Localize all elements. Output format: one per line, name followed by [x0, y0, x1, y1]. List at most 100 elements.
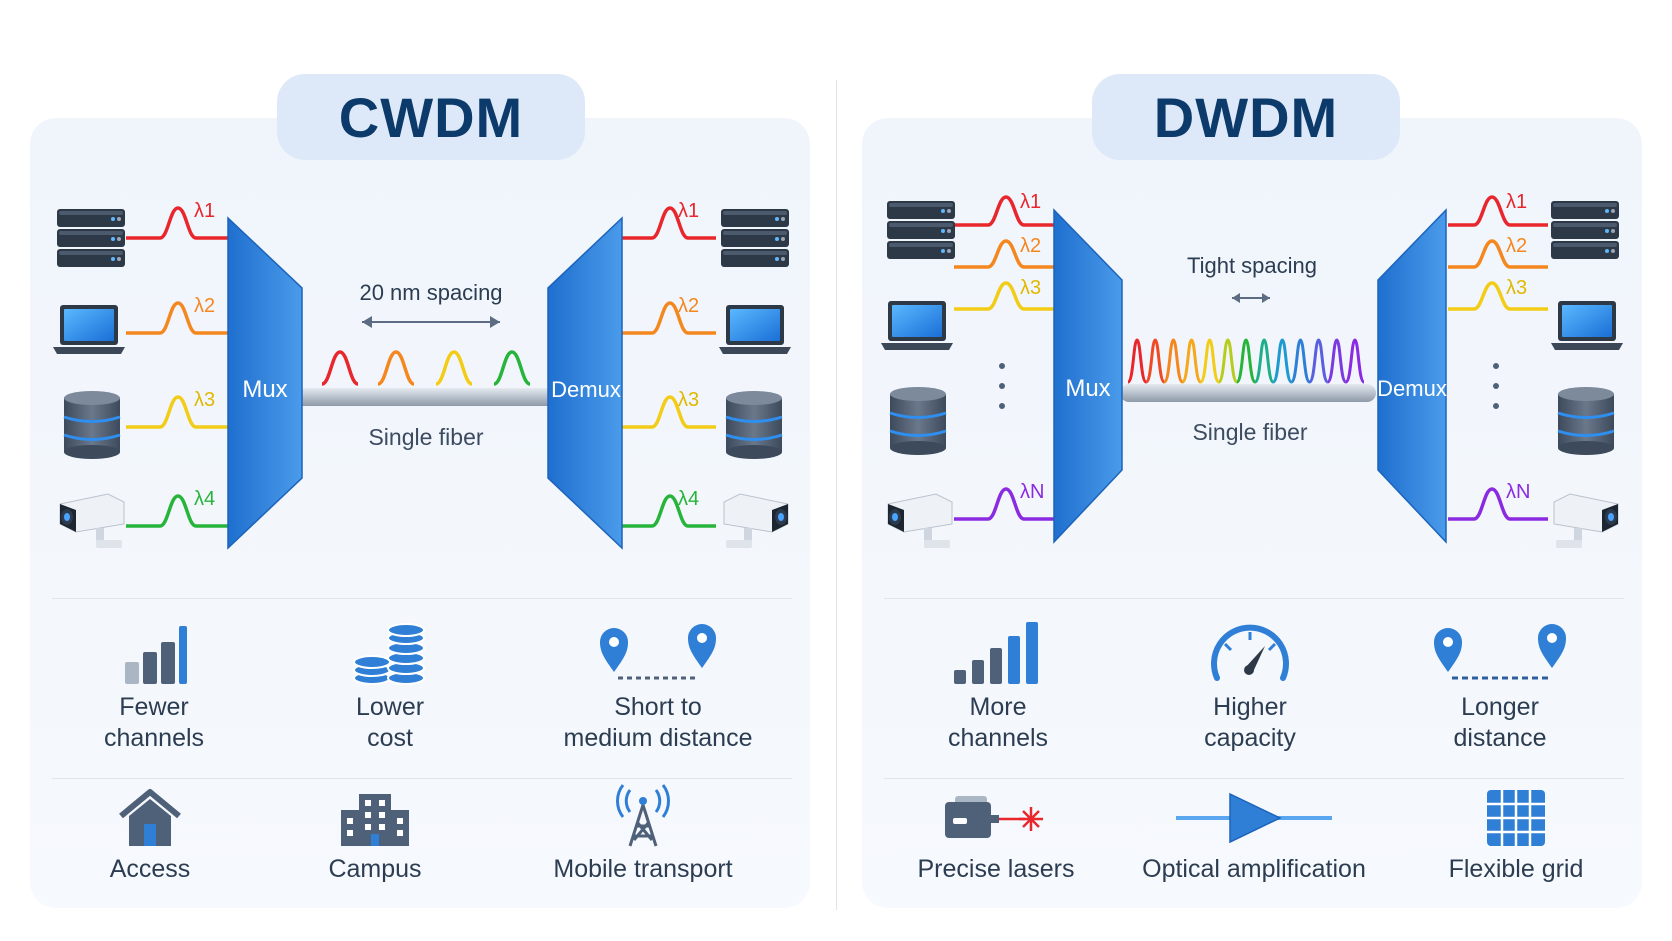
cwdm-lambda-right-3: λ3: [678, 389, 699, 411]
cwdm-feature-label-3: Short to medium distance: [563, 693, 753, 752]
dwdm-left-channel-1: λ1: [954, 191, 1056, 227]
cwdm-camera-right-icon: [723, 493, 789, 549]
dwdm-lambda-left-1: λ1: [1020, 191, 1041, 213]
cwdm-app-label-2: Campus: [328, 855, 422, 883]
dwdm-comb-peak-12: [1326, 338, 1348, 384]
dwdm-lambda-left-3: λ3: [1020, 277, 1041, 299]
dwdm-right-channel-1: λ1: [1448, 191, 1548, 227]
dwdm-camera-right-icon: [1553, 493, 1619, 549]
panel-divider: [836, 80, 837, 910]
cwdm-right-channel-3: λ3: [622, 389, 716, 429]
cwdm-laptop-left-icon: [53, 305, 125, 354]
cwdm-right-channel-2: λ2: [622, 295, 716, 335]
dwdm-demux-label: Demux: [1377, 376, 1447, 401]
cwdm-feature-label-2: Lower cost: [355, 693, 425, 752]
cwdm-fiber-peak-4: [493, 350, 531, 386]
dwdm-feature-longer-distance: Longer distance: [1380, 620, 1620, 754]
cwdm-fiber: [290, 388, 556, 406]
dwdm-comb-peak-4: [1180, 338, 1203, 384]
dwdm-left-channel-3: λ3: [954, 277, 1056, 311]
cwdm-database-left-icon: [62, 390, 122, 460]
dwdm-left-ellipsis-icon: [999, 363, 1005, 409]
cwdm-lambda-left-1: λ1: [194, 200, 215, 222]
dwdm-feature-label-2: Higher capacity: [1204, 693, 1296, 752]
dwdm-right-channel-n: λN: [1448, 481, 1548, 521]
cwdm-left-channel-4: λ4: [126, 488, 228, 528]
dwdm-lambda-left-2: λ2: [1020, 235, 1041, 257]
cwdm-database-right-icon: [724, 390, 784, 460]
dwdm-app-label-3: Flexible grid: [1448, 855, 1584, 883]
dwdm-lambda-right-1: λ1: [1506, 191, 1527, 213]
cwdm-diagram: 20 nm spacing Single fiber λ1 λ2 λ3 λ: [53, 200, 791, 550]
dwdm-comb-peak-13: [1344, 338, 1366, 384]
dwdm-database-right-icon: [1556, 386, 1616, 456]
dwdm-app-label-1: Precise lasers: [917, 855, 1075, 883]
grid-icon: [1487, 790, 1545, 846]
map-pin-distance-icon: [1434, 624, 1566, 680]
dwdm-camera-left-icon: [887, 493, 953, 549]
cwdm-feature-fewer-channels: Fewer channels: [74, 622, 234, 754]
dwdm-app-flexible-grid: Flexible grid: [1436, 788, 1596, 885]
dwdm-comb-peak-1: [1126, 338, 1148, 384]
cwdm-right-channel-4: λ4: [622, 488, 716, 528]
dwdm-mux-label: Mux: [1065, 375, 1110, 402]
dwdm-comb-peak-7: [1235, 338, 1257, 384]
dwdm-app-label-2: Optical amplification: [1142, 855, 1366, 883]
cwdm-app-mobile-transport: Mobile transport: [538, 782, 748, 885]
dwdm-lambda-right-n: λN: [1506, 481, 1530, 503]
cwdm-divider-1: [52, 598, 792, 599]
cwdm-lambda-right-2: λ2: [678, 295, 699, 317]
dwdm-laptop-right-icon: [1551, 301, 1623, 350]
dwdm-divider-2: [884, 778, 1624, 779]
dwdm-left-channels: λ1 λ2 λ3 λN: [954, 191, 1056, 521]
dwdm-right-ellipsis-icon: [1493, 363, 1499, 409]
cwdm-title: CWDM: [277, 74, 585, 160]
dwdm-fiber: [1120, 384, 1376, 402]
cwdm-feature-lower-cost: Lower cost: [310, 622, 470, 754]
dwdm-comb-peak-2: [1144, 338, 1166, 384]
cwdm-mux: Mux: [227, 216, 303, 550]
dwdm-left-channel-n: λN: [954, 481, 1056, 521]
cwdm-left-channel-3: λ3: [126, 389, 228, 429]
dwdm-diagram: Tight spacing Single fiber λ1 λ2 λ3: [881, 191, 1623, 549]
cwdm-fiber-label: Single fiber: [368, 424, 483, 450]
dwdm-spacing-label: Tight spacing: [1187, 253, 1317, 278]
dwdm-app-precise-lasers: Precise lasers: [906, 788, 1086, 885]
gauge-icon: [1211, 624, 1289, 681]
cwdm-mux-label: Mux: [242, 376, 287, 403]
dwdm-server-right-icon: [1551, 201, 1619, 259]
dwdm-left-channel-2: λ2: [954, 235, 1056, 269]
cwdm-fiber-peak-1: [321, 350, 359, 386]
cwdm-lambda-left-3: λ3: [194, 389, 215, 411]
map-pin-distance-icon: [600, 624, 716, 680]
dwdm-right-channels: λ1 λ2 λ3 λN: [1448, 191, 1548, 521]
cwdm-server-right-icon: [721, 209, 789, 267]
dwdm-comb-peak-9: [1271, 338, 1293, 384]
dwdm-app-optical-amplification: Optical amplification: [1124, 788, 1384, 885]
house-icon: [119, 789, 181, 846]
building-icon: [341, 794, 409, 846]
cwdm-spacing-label: 20 nm spacing: [359, 280, 502, 305]
coin-stacks-icon: [353, 623, 425, 685]
cwdm-feature-distance: Short to medium distance: [538, 622, 778, 754]
dwdm-lambda-right-2: λ2: [1506, 235, 1527, 257]
amplifier-icon: [1176, 792, 1332, 844]
dwdm-comb-peak-6: [1217, 338, 1239, 384]
cwdm-app-label-3: Mobile transport: [553, 855, 733, 883]
cwdm-app-label-1: Access: [109, 855, 191, 883]
cwdm-left-channel-1: λ1: [126, 200, 228, 240]
dwdm-comb-peak-5: [1199, 338, 1221, 384]
dwdm-comb-peak-3: [1162, 338, 1184, 384]
cwdm-left-channel-2: λ2: [126, 295, 228, 335]
dwdm-laptop-left-icon: [881, 301, 953, 350]
dwdm-feature-label-3: Longer distance: [1453, 693, 1547, 752]
more-channels-bars-icon: [954, 622, 1038, 684]
cwdm-app-access: Access: [80, 788, 220, 885]
dwdm-lambda-left-n: λN: [1020, 481, 1044, 503]
cwdm-lambda-left-4: λ4: [194, 488, 215, 510]
cwdm-right-channel-1: λ1: [622, 200, 716, 240]
cwdm-laptop-right-icon: [719, 305, 791, 354]
dwdm-divider-1: [884, 598, 1624, 599]
cwdm-demux: Demux: [547, 216, 623, 550]
cwdm-fiber-peak-2: [377, 350, 415, 386]
